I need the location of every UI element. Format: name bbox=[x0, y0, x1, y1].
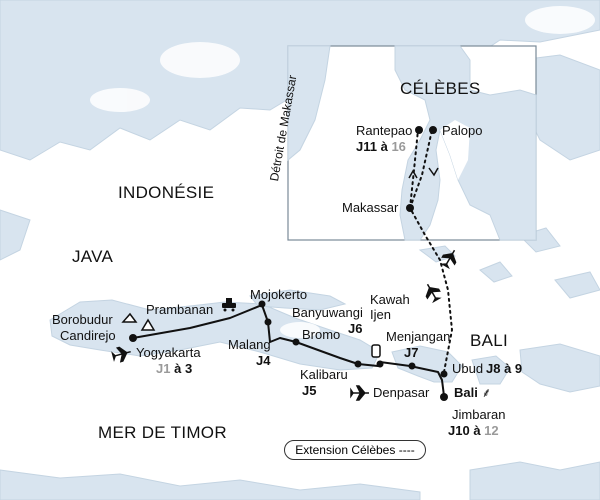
day-rantepao-sep: à bbox=[376, 139, 392, 154]
dot-jimbaran bbox=[440, 393, 448, 401]
label-makassar: Makassar bbox=[342, 200, 399, 215]
day-yogyakarta: J1 à 3 bbox=[156, 362, 192, 375]
label-kalibaru: Kalibaru bbox=[300, 367, 348, 382]
day-yogyakarta-sep: à bbox=[170, 361, 185, 376]
label-banyuwangi: Banyuwangi bbox=[292, 305, 363, 320]
land-celebes-bay bbox=[440, 120, 470, 180]
label-borobudur: Borobudur bbox=[52, 312, 113, 327]
extension-path bbox=[409, 207, 454, 373]
day-jimbaran-sep: à bbox=[469, 423, 485, 438]
dot-mojokerto bbox=[258, 300, 266, 308]
route-path bbox=[132, 304, 445, 397]
extension-path bbox=[409, 129, 433, 209]
legend-extension-celebes: Extension Célèbes ---- bbox=[284, 440, 426, 460]
label-menjangan: Menjangan bbox=[386, 329, 451, 344]
dot-bromo bbox=[292, 338, 300, 346]
land-sumbawa bbox=[519, 343, 600, 393]
train-body bbox=[222, 303, 236, 308]
day-menjangan: J7 bbox=[404, 345, 419, 360]
day-ubud: J8 à 9 bbox=[486, 361, 523, 376]
land-islands-east bbox=[418, 227, 600, 299]
cloud bbox=[160, 42, 240, 78]
volcano-icon bbox=[371, 344, 381, 358]
label-rantepao: Rantepao bbox=[356, 123, 413, 138]
dot-malang bbox=[264, 318, 272, 326]
dot-makassar bbox=[406, 204, 414, 212]
extension-path bbox=[409, 129, 419, 209]
train-wheel bbox=[223, 308, 227, 312]
label-kawah-ijen: Kawah Ijen bbox=[370, 292, 410, 322]
plane-icon-route-1 bbox=[425, 283, 442, 304]
dot-ubud bbox=[440, 370, 448, 378]
arrow-down-icon bbox=[428, 167, 439, 177]
day-rantepao: J11 à 16 bbox=[356, 140, 406, 153]
direction-arrows bbox=[408, 167, 439, 179]
day-rantepao-end: 16 bbox=[391, 139, 406, 154]
bali-spot-text: Bali bbox=[454, 385, 478, 400]
route-extension bbox=[409, 129, 454, 373]
plane-icon-denpasar bbox=[350, 385, 369, 401]
label-jimbaran: Jimbaran bbox=[452, 407, 506, 422]
day-jimbaran: J10 à 12 bbox=[448, 424, 499, 437]
day-ijen: J6 bbox=[348, 321, 363, 336]
plane-icon-route-2 bbox=[440, 249, 457, 270]
label-celebes: CÉLÈBES bbox=[400, 79, 481, 98]
day-yogyakarta-end: 3 bbox=[184, 361, 193, 376]
legend-label: Extension Célèbes bbox=[295, 443, 396, 457]
label-palopo: Palopo bbox=[442, 123, 483, 138]
day-malang: J4 bbox=[256, 353, 271, 368]
day-jimbaran-end: 12 bbox=[484, 423, 499, 438]
cloud bbox=[280, 322, 320, 338]
land-borneo-inset bbox=[287, 45, 331, 162]
cloud bbox=[525, 6, 595, 34]
label-yogyakarta: Yogyakarta bbox=[136, 345, 201, 360]
city-dots bbox=[129, 126, 448, 401]
dot-kalibaru bbox=[354, 360, 362, 368]
label-bromo: Bromo bbox=[302, 327, 341, 342]
dot-palopo bbox=[429, 126, 437, 134]
plane-icon-yogyakarta bbox=[111, 346, 131, 363]
dot-rantepao bbox=[415, 126, 423, 134]
cloud-layer bbox=[90, 6, 595, 338]
label-candirejo: Candirejo bbox=[60, 328, 116, 343]
land-sumatra-edge bbox=[0, 209, 31, 261]
dot-banyuwangi bbox=[376, 360, 384, 368]
train-wheel bbox=[231, 308, 235, 312]
arrow-up-icon bbox=[408, 169, 418, 179]
legend-dashes: ---- bbox=[398, 443, 415, 457]
cloud bbox=[90, 88, 150, 112]
label-java: JAVA bbox=[72, 247, 114, 266]
label-mer-de-timor: MER DE TIMOR bbox=[98, 423, 227, 442]
label-mojokerto: Mojokerto bbox=[250, 287, 308, 302]
train-icon bbox=[222, 298, 236, 312]
day-kalibaru: J5 bbox=[302, 383, 317, 398]
celebes-inset bbox=[287, 45, 537, 241]
label-prambanan: Prambanan bbox=[146, 302, 214, 317]
label-ubud: Ubud bbox=[452, 361, 484, 376]
dot-yogyakarta bbox=[129, 334, 137, 342]
day-rantepao-start: J11 bbox=[356, 139, 377, 154]
day-yogyakarta-start: J1 bbox=[156, 361, 171, 376]
land-timor-edge bbox=[469, 461, 600, 500]
label-denpasar: Denpasar bbox=[373, 385, 430, 400]
label-bali-spot: Bali ⸙ bbox=[454, 386, 491, 399]
route-main bbox=[132, 304, 445, 397]
land-south-coast bbox=[0, 469, 421, 500]
land-lombok bbox=[471, 355, 511, 385]
temple-icon-borobudur bbox=[121, 312, 138, 323]
label-malang: Malang bbox=[228, 337, 271, 352]
day-jimbaran-start: J10 bbox=[448, 423, 470, 438]
dot-menjangan bbox=[408, 362, 416, 370]
label-indonesie: INDONÉSIE bbox=[118, 183, 215, 202]
train-cab bbox=[226, 298, 232, 303]
temple-icons bbox=[121, 312, 156, 331]
label-bali-region: BALI bbox=[470, 331, 509, 350]
palm-icon: ⸙ bbox=[477, 385, 492, 400]
temple-icon-prambanan bbox=[140, 318, 156, 331]
plane-icons bbox=[111, 249, 457, 401]
